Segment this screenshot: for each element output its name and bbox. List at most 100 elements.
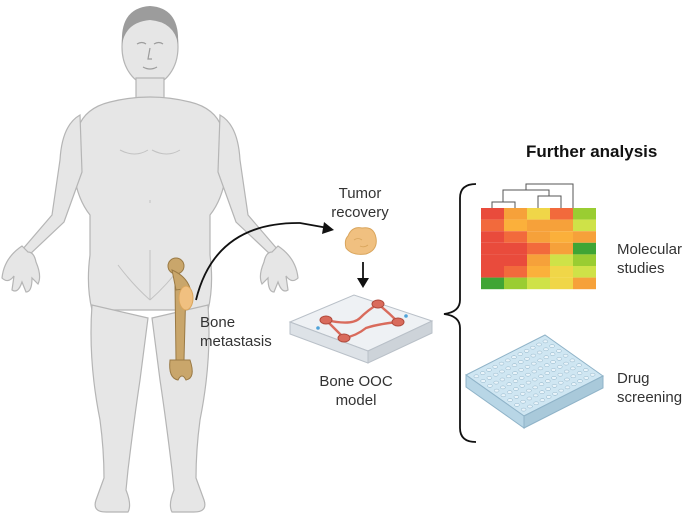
heatmap-cell <box>504 266 527 278</box>
plate-well <box>538 374 544 379</box>
heatmap-cell <box>527 254 550 266</box>
plate-well <box>544 363 550 367</box>
plate-well <box>507 390 513 394</box>
plate-well <box>544 371 550 375</box>
plate-well <box>576 371 583 375</box>
bone-ooc-model-label: Bone OOC model <box>306 372 406 410</box>
plate-well <box>517 352 523 356</box>
plate-well <box>505 366 511 371</box>
plate-well <box>532 377 538 382</box>
plate-well <box>569 358 576 363</box>
heatmap-cell <box>481 266 504 278</box>
plate-well <box>576 363 582 367</box>
tumor-extraction-arrow <box>195 222 334 301</box>
plate-well <box>526 388 532 393</box>
chip-inlet-right <box>404 314 408 318</box>
chip-channel <box>325 302 399 340</box>
plate-well <box>562 353 569 358</box>
dendrogram <box>491 183 574 208</box>
plate-well <box>499 369 505 374</box>
plate-well <box>519 376 525 380</box>
plate-well <box>556 349 562 353</box>
recovered-tumor <box>344 227 377 255</box>
left-leg <box>90 304 149 513</box>
bone-ooc-line-1: Bone OOC <box>319 373 393 390</box>
plate-well <box>487 384 493 388</box>
chip-port-4 <box>391 317 405 327</box>
down-arrow <box>357 262 369 288</box>
plate-well <box>500 393 507 398</box>
plate-well <box>511 355 517 359</box>
plate-well <box>571 382 577 386</box>
plate-well <box>506 374 512 379</box>
heatmap-cell <box>527 242 550 255</box>
bone-ooc-chip <box>288 294 434 364</box>
plate-well <box>549 344 555 348</box>
chip-port-1 <box>319 315 333 325</box>
tumor-recovery-line-2: recovery <box>331 204 389 221</box>
plate-well <box>543 347 549 352</box>
heatmap-cell <box>550 277 573 290</box>
bone-metastasis-label: Bone metastasis <box>200 313 272 351</box>
plate-well <box>493 372 499 377</box>
plate-well <box>542 339 549 344</box>
heatmap-cell <box>573 277 596 290</box>
left-hand <box>1 245 41 293</box>
plate-well <box>546 395 552 399</box>
heatmap-cell <box>550 266 573 278</box>
further-analysis-title: Further analysis <box>526 142 658 161</box>
heatmap-cell <box>550 219 573 232</box>
plate-well <box>518 360 524 364</box>
chip-port-2 <box>371 299 385 309</box>
body-contours <box>117 149 183 301</box>
well-plate <box>465 334 604 429</box>
heatmap-cell <box>573 254 596 266</box>
heatmap-cell <box>573 231 596 243</box>
chip-inlet-left <box>316 326 320 330</box>
plate-well <box>549 352 556 356</box>
plate-well <box>537 358 543 363</box>
heatmap-cell <box>481 219 504 232</box>
heatmap-cell <box>527 219 550 232</box>
plate-well <box>539 390 545 394</box>
chip-side <box>367 320 433 364</box>
plate-well <box>552 392 558 396</box>
plate-well <box>526 396 533 401</box>
heatmap <box>481 208 596 290</box>
plate-well <box>480 379 486 383</box>
molecular-studies-line-2: studies <box>617 260 665 277</box>
curly-brace <box>443 183 477 443</box>
plate-well <box>570 374 576 379</box>
plate-well <box>512 379 519 383</box>
plate-well <box>563 369 570 374</box>
plate-well <box>558 388 564 393</box>
plate-well <box>531 369 537 374</box>
plate-well <box>550 360 556 364</box>
plate-well <box>545 387 551 391</box>
plate-well <box>570 366 576 371</box>
plate-well <box>520 399 526 404</box>
drug-screening-line-2: screening <box>617 389 683 406</box>
plate-well <box>530 353 536 358</box>
plate-well <box>519 384 525 388</box>
plate-well <box>511 363 518 367</box>
plate-well <box>514 403 520 407</box>
heatmap-cell <box>481 208 504 220</box>
heatmap-cell <box>573 242 596 255</box>
plate-well <box>564 377 570 382</box>
heatmap-cell <box>527 277 550 290</box>
bone-metastasis-line-1: Bone <box>200 314 236 331</box>
plate-well <box>505 358 511 363</box>
heatmap-cell <box>504 219 527 232</box>
right-leg <box>151 304 210 513</box>
plate-well <box>480 371 486 375</box>
heatmap-cell <box>527 266 550 278</box>
heatmap-cell <box>527 231 550 243</box>
bone-metastasis-line-2: metastasis <box>200 333 272 350</box>
plate-well <box>563 361 569 366</box>
plate-well <box>583 376 589 380</box>
plate-well <box>500 385 506 390</box>
heatmap-cell <box>573 219 596 232</box>
heatmap-cell <box>504 254 527 266</box>
